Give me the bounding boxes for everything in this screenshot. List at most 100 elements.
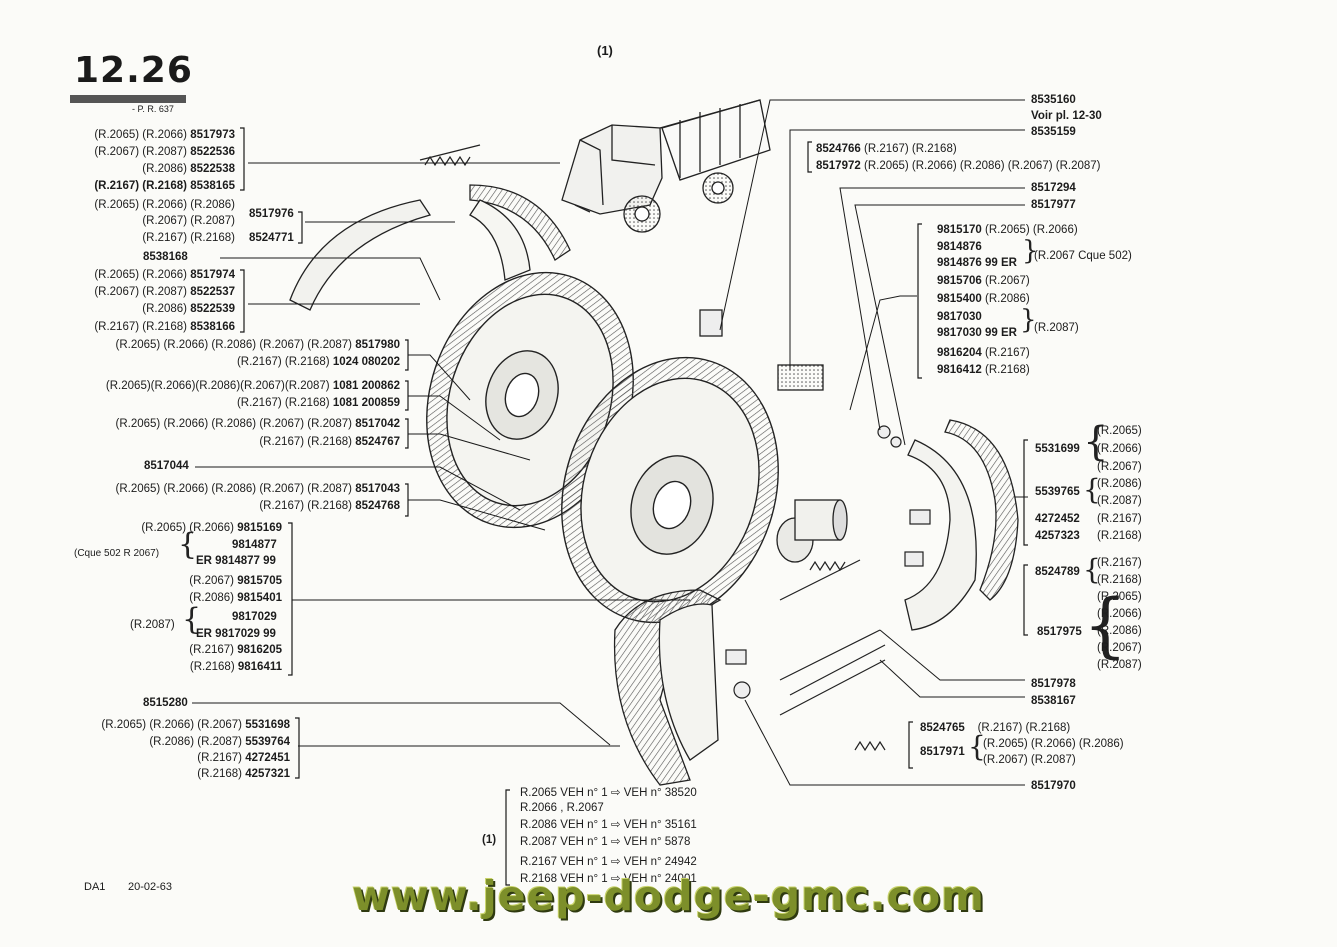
callout-left-15: (R.2065)(R.2066)(R.2086)(R.2067)(R.2087)… (105, 380, 400, 392)
callout-left-19: 8517044 (144, 460, 189, 472)
callout-right-8517294: 8517294 (1031, 182, 1076, 194)
callout-right-8535159: 8535159 (1031, 126, 1076, 138)
callout-right-8517971: 8517971 (920, 746, 965, 758)
callout-right-5539765: 5539765 (1035, 486, 1080, 498)
document-date: 20-02-63 (128, 881, 173, 893)
footnote-line-5: R.2167 VEH n° 1 ⇨ VEH n° 24942 (520, 856, 697, 868)
brace-right-8517975: { (1083, 584, 1128, 666)
callout-left-24: ER 9814877 99 (196, 555, 276, 567)
cque-note-right: (R.2067 Cque 502) (1034, 250, 1132, 262)
model-4257323: (R.2168) (1097, 530, 1142, 542)
brace-left-r2087: { (182, 602, 202, 637)
model-5539765-a: (R.2086) (1097, 478, 1142, 490)
callout-left-30: (R.2168) 9816411 (189, 661, 282, 673)
callout-left-21: (R.2167) (R.2168) 8524768 (259, 500, 400, 512)
brace-right-5531699: { (1083, 419, 1109, 465)
callout-right-8517977: 8517977 (1031, 199, 1076, 211)
callout-left-7: (R.2167) (R.2168) (142, 232, 235, 244)
brace-right-r2087: } (1020, 305, 1037, 335)
brace-right-8524789: { (1083, 553, 1101, 586)
callout-left-1: (R.2065) (R.2066) 8517973 (94, 129, 235, 141)
callout-left-9: (R.2065) (R.2066) 8517974 (94, 269, 235, 281)
footnote-marker: (1) (482, 834, 497, 846)
model-4272452: (R.2167) (1097, 513, 1142, 525)
callout-left-25: (R.2067) 9815705 (189, 575, 282, 587)
brace-right-5539765: { (1083, 473, 1101, 506)
grouping-brackets (240, 127, 1028, 886)
callout-left-23: 9814877 (232, 539, 277, 551)
callout-right-8538167: 8538167 (1031, 695, 1076, 707)
callout-right-4272452: 4272452 (1035, 513, 1080, 525)
callout-right-8517978: 8517978 (1031, 678, 1076, 690)
lower-brake-shoe (613, 589, 722, 786)
callout-left-26: (R.2086) 9815401 (189, 592, 282, 604)
model-8517975-a: (R.2065) (1097, 591, 1142, 603)
document-code: DA1 (84, 881, 106, 893)
model-8517975-c: (R.2086) (1097, 625, 1142, 637)
callout-left-6: (R.2067) (R.2087) (142, 215, 235, 227)
footnote-line-1: R.2065 VEH n° 1 ⇨ VEH n° 38520 (520, 787, 697, 799)
callout-right-9814876: 9814876 (937, 241, 982, 253)
cque-note-left: (Cque 502 R 2067) (74, 548, 160, 559)
callout-left-32: (R.2065) (R.2066) (R.2067) 5531698 (101, 719, 290, 731)
leader-lines (192, 99, 1028, 786)
model-8517971-a: (R.2065) (R.2066) (R.2086) (983, 738, 1124, 750)
callout-right-9816412: 9816412 (R.2168) (937, 364, 1030, 376)
wheel-cylinder (699, 309, 848, 563)
callout-right-9816204: 9816204 (R.2167) (937, 347, 1030, 359)
callout-left-35: (R.2168) 4257321 (197, 768, 290, 780)
callout-left-28: ER 9817029 99 (196, 628, 276, 640)
callout-right-5531699: 5531699 (1035, 443, 1080, 455)
callout-left-8: 8538168 (143, 251, 188, 263)
callout-left-16: (R.2167) (R.2168) 1081 200859 (236, 397, 400, 409)
callout-left-34: (R.2167) 4272451 (197, 752, 290, 764)
model-8517975-d: (R.2067) (1097, 642, 1142, 654)
plate-reference: - P. R. 637 (132, 104, 174, 114)
callout-left-11: (R.2086) 8522539 (142, 303, 235, 315)
footnote-line-6: R.2168 VEH n° 1 ⇨ VEH n° 24001 (520, 873, 697, 885)
callout-right-8535160: 8535160 (1031, 94, 1076, 106)
callout-right-9815170: 9815170 (R.2065) (R.2066) (937, 224, 1078, 236)
callout-right-8524766: 8524766 (R.2167) (R.2168) (816, 143, 957, 155)
top-footnote-marker: (1) (597, 43, 613, 58)
callout-left-2: (R.2067) (R.2087) 8522536 (94, 146, 235, 158)
callout-left-10: (R.2067) (R.2087) 8522537 (94, 286, 235, 298)
footnote-line-2: R.2066 , R.2067 (520, 802, 604, 814)
callout-left-13: (R.2065) (R.2066) (R.2086) (R.2067) (R.2… (115, 339, 400, 351)
callout-left-33: (R.2086) (R.2087) 5539764 (149, 736, 290, 748)
model-5531699-c: (R.2067) (1097, 461, 1142, 473)
callout-right-4257323: 4257323 (1035, 530, 1080, 542)
model-8517975-e: (R.2087) (1097, 659, 1142, 671)
r2087-note-right: (R.2087) (1034, 322, 1079, 334)
footnote-line-3: R.2086 VEH n° 1 ⇨ VEH n° 35161 (520, 819, 697, 831)
brace-left-cque: { (178, 527, 198, 562)
upper-left-brake-shoe (289, 184, 571, 311)
model-5531699-a: (R.2065) (1097, 425, 1142, 437)
model-5531699-b: (R.2066) (1097, 443, 1142, 455)
callout-right-9817030-er: 9817030 99 ER (937, 327, 1017, 339)
model-8524789-b: (R.2168) (1097, 574, 1142, 586)
callout-left-17: (R.2065) (R.2066) (R.2086) (R.2067) (R.2… (115, 418, 400, 430)
callout-right-9814876-er: 9814876 99 ER (937, 257, 1017, 269)
header-rule (70, 95, 186, 103)
callout-left-4: (R.2167) (R.2168) 8538165 (94, 180, 235, 192)
springs-and-clips (419, 144, 931, 752)
callout-left-18: (R.2167) (R.2168) 8524767 (259, 436, 400, 448)
callout-right-8524765: 8524765 (R.2167) (R.2168) (920, 722, 1071, 734)
right-brake-shoe (904, 419, 1019, 631)
callout-right-8517975: 8517975 (1037, 626, 1082, 638)
callout-right-9815706: 9815706 (R.2067) (937, 275, 1030, 287)
model-5539765-b: (R.2087) (1097, 495, 1142, 507)
front-backing-plate (561, 356, 779, 624)
model-8517971-b: (R.2067) (R.2087) (983, 754, 1076, 766)
brace-right-8517971: { (968, 730, 986, 763)
page-section-number: 12.26 (74, 50, 193, 91)
model-8524789-a: (R.2167) (1097, 557, 1142, 569)
website-watermark: www.jeep-dodge-gmc.com (352, 872, 985, 920)
callout-right-8517970: 8517970 (1031, 780, 1076, 792)
callout-right-9817030: 9817030 (937, 311, 982, 323)
callout-right-8524789: 8524789 (1035, 566, 1080, 578)
footnote-line-4: R.2087 VEH n° 1 ⇨ VEH n° 5878 (520, 836, 691, 848)
callout-left-5: (R.2065) (R.2066) (R.2086) (94, 199, 235, 211)
